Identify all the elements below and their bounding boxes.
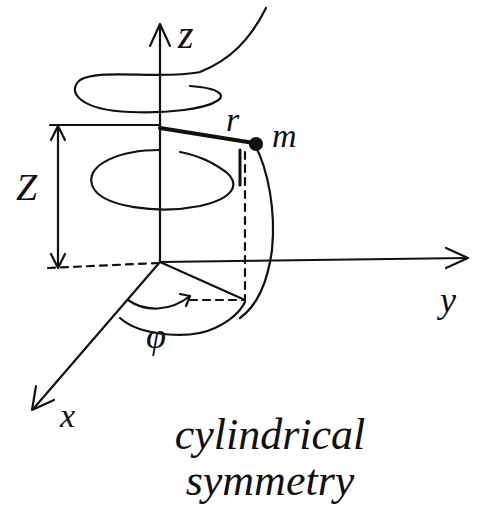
y-arrowhead <box>446 248 468 268</box>
y-axis <box>160 258 466 262</box>
radius-line <box>160 128 254 143</box>
x-arrowhead <box>32 386 54 410</box>
axis-label: z <box>178 14 194 56</box>
axis-label: x <box>60 398 75 434</box>
radius-label: r <box>226 102 239 138</box>
projection-tick <box>239 150 242 185</box>
angle-label: φ <box>146 318 166 356</box>
projection-dashed <box>244 152 246 298</box>
caption-note: cylindrical symmetry <box>110 412 430 504</box>
helix-upper-loop <box>75 8 266 112</box>
phi-angle-arc <box>128 296 190 309</box>
dimension-arrowhead <box>51 254 65 268</box>
mass-dot <box>250 138 262 150</box>
helix-lower-curve <box>240 145 273 318</box>
projection-line <box>160 262 245 300</box>
phi-arrowhead <box>180 294 190 306</box>
dimension-arrow <box>57 128 59 266</box>
z-arrowhead <box>150 24 170 46</box>
helix-middle-loop <box>91 150 233 209</box>
dimension-arrowhead <box>51 126 65 140</box>
axis-label: y <box>440 282 456 320</box>
phi-sweep-arc <box>120 302 245 335</box>
dimension-line <box>50 124 160 126</box>
dimension-label: Z <box>16 168 37 208</box>
mass-label: m <box>272 118 297 154</box>
x-axis <box>34 262 160 408</box>
z-axis <box>159 28 161 262</box>
dashed-line <box>48 263 158 268</box>
projection-dashed <box>190 299 245 301</box>
